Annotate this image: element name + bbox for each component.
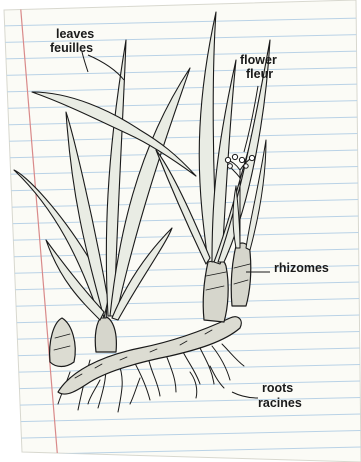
label-flower: flower [240, 53, 277, 67]
rhizome-upright [203, 259, 228, 322]
label-flower-fr: fleur [246, 67, 273, 81]
label-leaves: leaves [56, 27, 94, 41]
rhizome-upright-small [231, 243, 251, 306]
label-roots-fr: racines [258, 396, 302, 410]
label-roots: roots [262, 381, 293, 395]
label-leaves-fr: feuilles [50, 41, 93, 55]
label-rhizomes: rhizomes [274, 261, 329, 275]
